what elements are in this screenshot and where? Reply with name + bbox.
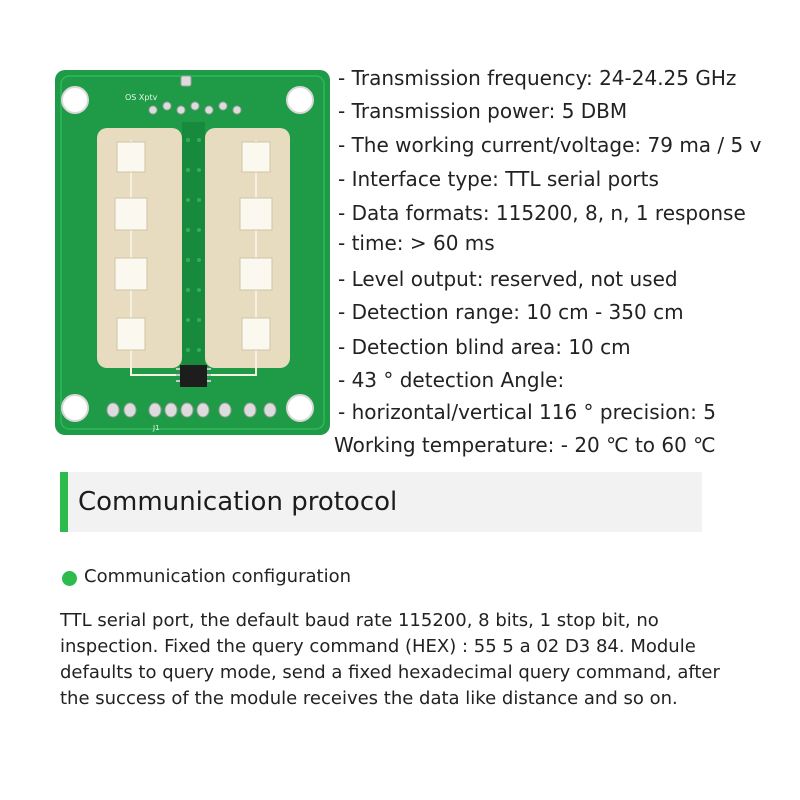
bullet-dot-icon [62,571,77,586]
spec-item: - Interface type: TTL serial ports [338,167,659,191]
radar-module-board-image: OS Xptv [55,70,330,435]
paragraph-line: defaults to query mode, send a fixed hex… [60,662,720,683]
section-header: Communication protocol [60,472,702,532]
paragraph-line: inspection. Fixed the query command (HEX… [60,636,696,657]
silkscreen-label: OS Xptv [125,93,158,102]
spec-item: - Transmission power: 5 DBM [338,99,628,123]
spec-item: - time: > 60 ms [338,231,495,255]
section-title: Communication protocol [78,487,398,517]
spec-item: Working temperature: - 20 ℃ to 60 ℃ [334,433,716,457]
antenna-right [205,128,290,368]
section-accent-bar [60,472,68,532]
antenna-left [97,128,182,368]
paragraph-line: TTL serial port, the default baud rate 1… [60,610,659,631]
connector-label: J1 [152,424,160,432]
spec-item: - 43 ° detection Angle: [338,368,565,392]
paragraph-line: the success of the module receives the d… [60,688,678,709]
config-paragraph: TTL serial port, the default baud rate 1… [60,608,780,712]
spec-item: - Detection blind area: 10 cm [338,335,631,359]
spec-item: - horizontal/vertical 116 ° precision: 5 [338,400,716,424]
spec-item: - Transmission frequency: 24-24.25 GHz [338,66,737,90]
spec-item: - Data formats: 115200, 8, n, 1 response [338,201,746,225]
config-heading-text: Communication configuration [84,566,351,587]
spec-item: - Detection range: 10 cm - 350 cm [338,300,684,324]
spec-item: - Level output: reserved, not used [338,267,678,291]
spec-item: - The working current/voltage: 79 ma / 5… [338,133,762,157]
mounting-holes [61,86,314,422]
radar-chip [180,365,207,387]
spec-list: - Transmission frequency: 24-24.25 GHz -… [334,66,762,457]
